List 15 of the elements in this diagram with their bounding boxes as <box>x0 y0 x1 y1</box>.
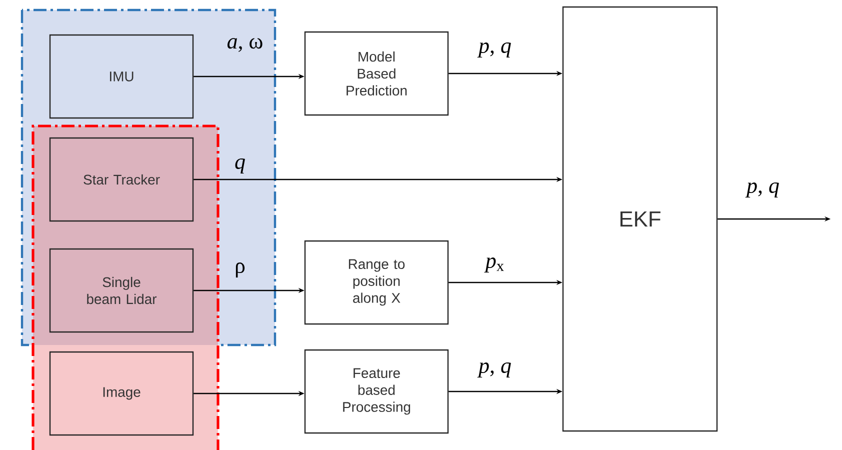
process-box: Range to position along X <box>304 240 449 325</box>
edge-label: ρ <box>236 262 245 278</box>
sensor-box: Single beam Lidar <box>49 248 194 333</box>
edge-label: p, q <box>477 362 511 378</box>
edge-label: p, q <box>477 42 511 58</box>
sensor-box: Star Tracker <box>49 137 194 222</box>
edge-label: p, q <box>745 182 779 198</box>
edge-label: p$_{x}$ <box>484 258 504 272</box>
sensor-box: Image <box>49 351 194 436</box>
filter-box: EKF <box>562 6 718 432</box>
sensor-box: IMU <box>49 34 194 119</box>
edge-label: a, ω <box>228 38 262 52</box>
process-box: Feature based Processing <box>304 349 449 434</box>
edge-label: q <box>235 158 245 174</box>
process-box: Model Based Prediction <box>304 31 449 116</box>
